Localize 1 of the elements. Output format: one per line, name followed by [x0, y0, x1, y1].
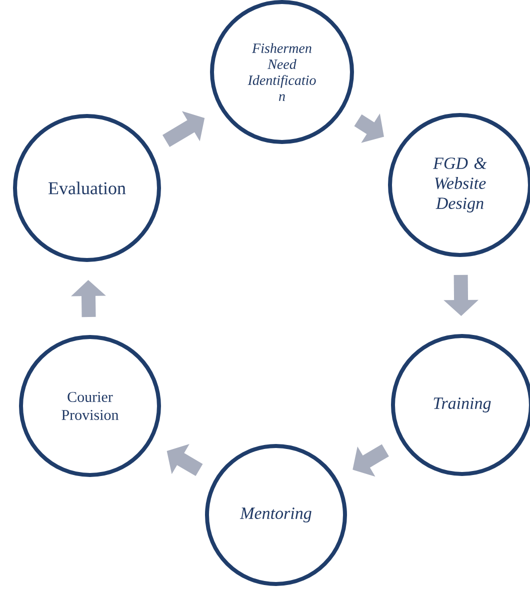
block-arrow [352, 444, 389, 477]
